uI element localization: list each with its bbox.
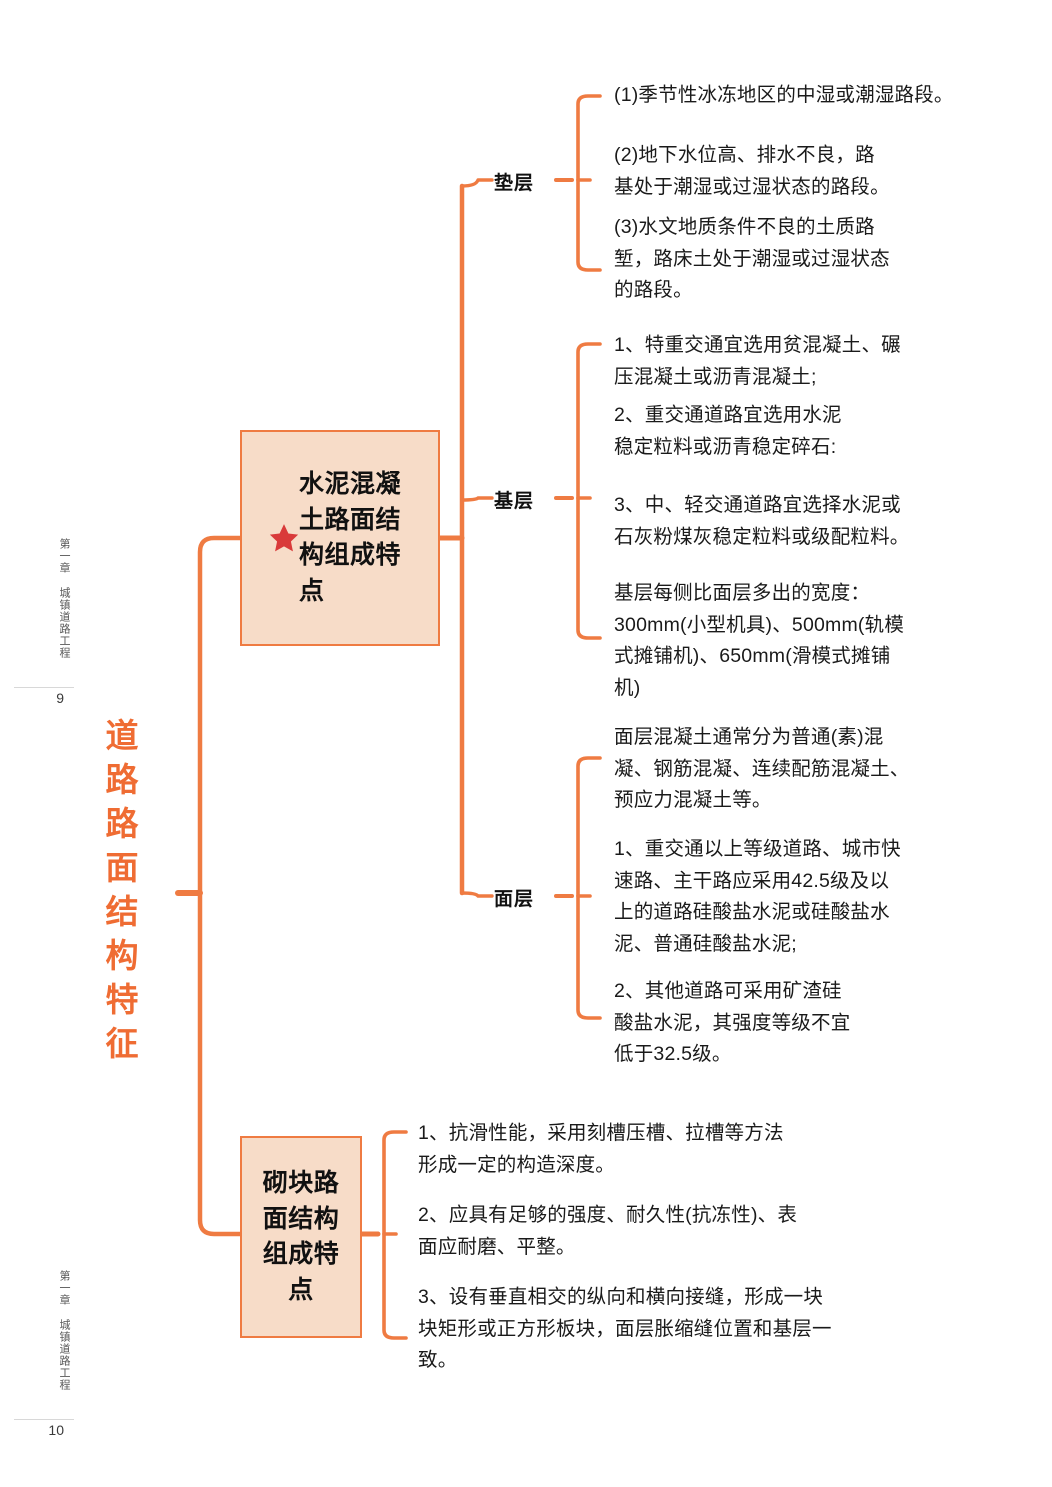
leaf-block-1: 1、抗滑性能，采用刻槽压槽、拉槽等方法 形成一定的构造深度。 (418, 1122, 784, 1176)
leaf-surface-3: 2、其他道路可采用矿渣硅 酸盐水泥，其强度等级不宜 低于32.5级。 (614, 980, 851, 1066)
node-block-pavement[interactable]: 砌块路面结构组成特点 (240, 1136, 362, 1338)
cushion-bracket (576, 94, 602, 272)
page-number-bottom: 10 (48, 1422, 64, 1438)
branch-label-base-layer[interactable]: 基层 (494, 491, 535, 512)
margin-chapter-note-bottom: 第一章 城镇道路工程 (58, 1270, 70, 1391)
root-title[interactable]: 道路路面结构特征 (101, 718, 138, 1070)
page-number-top: 9 (56, 690, 64, 706)
margin-rule-top (14, 687, 74, 688)
root-to-block (197, 890, 243, 1237)
branch-arc-cushion (460, 178, 494, 188)
node-cement-concrete-pavement-label: 水泥混凝土路面结构组成特点 (299, 470, 402, 605)
node-block-pavement-label: 砌块路面结构组成特点 (262, 1169, 340, 1304)
leaf-surface-2: 1、重交通以上等级道路、城市快 速路、主干路应采用42.5级及以 上的道路硅酸盐… (614, 838, 901, 955)
leaf-base-2: 2、重交通道路宜选用水泥 稳定粒料或沥青稳定碎石: (614, 404, 842, 458)
block-bracket (382, 1130, 408, 1340)
leaf-cushion-1: (1)季节性冰冻地区的中湿或潮湿路段。 (614, 84, 954, 106)
branch-label-cushion-layer[interactable]: 垫层 (494, 173, 535, 194)
leaf-base-4: 基层每侧比面层多出的宽度： 300mm(小型机具)、500mm(轨模 式摊铺机)… (614, 582, 905, 699)
leaf-surface-1: 面层混凝土通常分为普通(素)混 凝、钢筋混凝、连续配筋混凝土、 预应力混凝土等。 (614, 726, 910, 812)
margin-rule-bottom (14, 1419, 74, 1420)
leaf-base-1: 1、特重交通宜选用贫混凝土、碾 压混凝土或沥青混凝土; (614, 334, 901, 388)
root-to-cement (197, 535, 243, 896)
branch-label-surface-layer[interactable]: 面层 (494, 889, 535, 910)
leaf-cushion-3: (3)水文地质条件不良的土质路 堑，路床土处于潮湿或过湿状态 的路段。 (614, 216, 890, 302)
star-icon (269, 524, 299, 552)
node-cement-concrete-pavement[interactable]: 水泥混凝土路面结构组成特点 (240, 430, 440, 646)
branch-arc-surface (460, 891, 494, 898)
margin-chapter-note-top: 第一章 城镇道路工程 (58, 538, 70, 659)
leaf-cushion-2: (2)地下水位高、排水不良，路 基处于潮湿或过湿状态的路段。 (614, 144, 890, 198)
leaf-base-3: 3、中、轻交通道路宜选择水泥或 石灰粉煤灰稳定粒料或级配粒料。 (614, 494, 910, 548)
leaf-block-2: 2、应具有足够的强度、耐久性(抗冻性)、表 面应耐磨、平整。 (418, 1204, 798, 1258)
base-bracket (576, 342, 602, 640)
surface-bracket (576, 756, 602, 1020)
leaf-block-3: 3、设有垂直相交的纵向和横向接缝，形成一块 块矩形或正方形板块，面层胀缩缝位置和… (418, 1286, 832, 1372)
branch-arc-base (460, 496, 494, 502)
